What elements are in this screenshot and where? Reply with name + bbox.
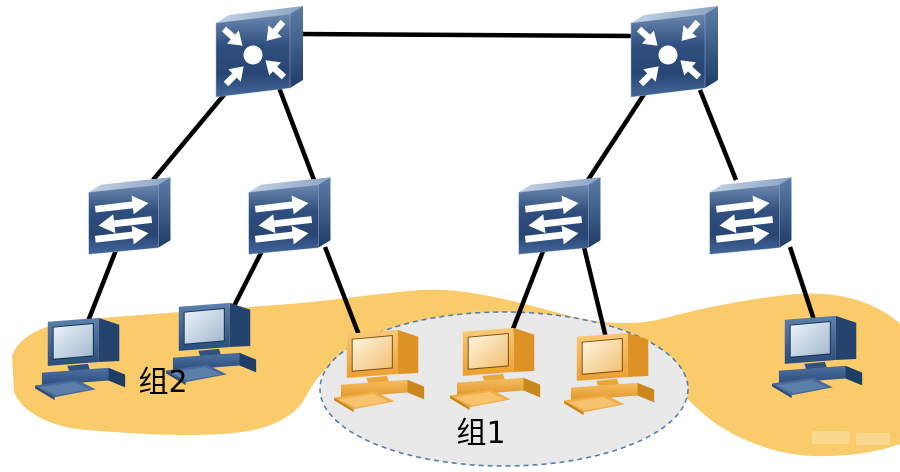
group1-label: 组1 xyxy=(456,416,506,451)
core-switch-2-icon xyxy=(631,6,718,97)
group2-label: 组2 xyxy=(138,365,188,400)
core-switch-1-icon xyxy=(216,6,303,97)
access-switch-1-icon xyxy=(89,177,171,254)
link-access-switch-2--pc-group2-2 xyxy=(228,243,268,314)
link-core-switch-1--core-switch-2 xyxy=(299,31,641,39)
link-access-switch-3--pc-group1-3 xyxy=(581,246,610,343)
link-core-switch-2--access-switch-4 xyxy=(697,89,739,181)
link-access-switch-2--pc-group1-1 xyxy=(322,246,362,336)
link-access-switch-3--pc-group1-2 xyxy=(508,245,548,335)
access-switch-2-icon xyxy=(249,177,331,254)
access-switch-3-icon xyxy=(519,177,601,254)
link-core-switch-2--access-switch-3 xyxy=(586,80,654,182)
link-core-switch-1--access-switch-2 xyxy=(275,84,317,181)
links-layer xyxy=(80,31,821,343)
access-switch-4-icon xyxy=(710,177,792,254)
watermark xyxy=(812,431,890,445)
